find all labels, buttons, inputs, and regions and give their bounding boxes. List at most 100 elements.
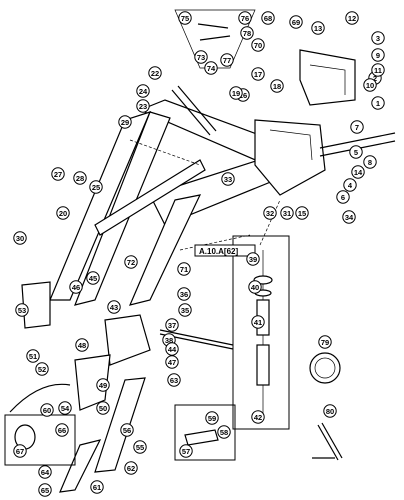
callout-label: 49 bbox=[99, 381, 107, 390]
callout-79: 79 bbox=[318, 335, 332, 349]
callout-31: 31 bbox=[280, 206, 294, 220]
callout-label: 69 bbox=[292, 18, 300, 27]
callout-circle bbox=[251, 410, 265, 424]
callout-label: 24 bbox=[139, 87, 148, 96]
callout-76: 76 bbox=[238, 11, 252, 25]
callout-label: 39 bbox=[249, 255, 257, 264]
callout-circle bbox=[107, 300, 121, 314]
callout-3: 3 bbox=[371, 31, 385, 45]
callout-23: 23 bbox=[136, 99, 150, 113]
callout-8: 8 bbox=[363, 155, 377, 169]
callout-circle bbox=[51, 167, 65, 181]
callout-51: 51 bbox=[26, 349, 40, 363]
callout-28: 28 bbox=[73, 171, 87, 185]
callout-65: 65 bbox=[38, 483, 52, 497]
callout-circle bbox=[280, 206, 294, 220]
callout-48: 48 bbox=[75, 338, 89, 352]
callout-circle bbox=[336, 190, 350, 204]
callout-29: 29 bbox=[118, 115, 132, 129]
callout-circle bbox=[238, 11, 252, 25]
callout-circle bbox=[120, 423, 134, 437]
callout-label: 77 bbox=[223, 56, 231, 65]
callout-circle bbox=[289, 15, 303, 29]
callout-label: 22 bbox=[151, 69, 159, 78]
callout-circle bbox=[229, 86, 243, 100]
callout-group: 1234567891011121314151617181920222324252… bbox=[13, 11, 385, 497]
callout-18: 18 bbox=[270, 79, 284, 93]
callout-label: 63 bbox=[170, 376, 178, 385]
callout-label: 46 bbox=[72, 283, 80, 292]
callout-60: 60 bbox=[40, 403, 54, 417]
callout-label: 67 bbox=[16, 447, 24, 456]
callout-circle bbox=[318, 335, 332, 349]
callout-circle bbox=[165, 342, 179, 356]
callout-label: 50 bbox=[99, 404, 107, 413]
callout-71: 71 bbox=[177, 262, 191, 276]
callout-circle bbox=[371, 96, 385, 110]
callout-circle bbox=[295, 206, 309, 220]
callout-circle bbox=[248, 280, 262, 294]
callout-label: 36 bbox=[180, 290, 188, 299]
callout-label: 12 bbox=[348, 14, 356, 23]
callout-circle bbox=[217, 425, 231, 439]
callout-circle bbox=[133, 440, 147, 454]
callout-label: 66 bbox=[58, 426, 66, 435]
callout-circle bbox=[342, 210, 356, 224]
callout-label: 9 bbox=[376, 51, 380, 60]
callout-label: 48 bbox=[78, 341, 86, 350]
callout-40: 40 bbox=[248, 280, 262, 294]
callout-label: 32 bbox=[266, 209, 274, 218]
callout-15: 15 bbox=[295, 206, 309, 220]
callout-42: 42 bbox=[251, 410, 265, 424]
callout-circle bbox=[246, 252, 260, 266]
callout-46: 46 bbox=[69, 280, 83, 294]
callout-55: 55 bbox=[133, 440, 147, 454]
callout-37: 37 bbox=[165, 318, 179, 332]
callout-34: 34 bbox=[342, 210, 356, 224]
callout-circle bbox=[118, 115, 132, 129]
callout-label: 59 bbox=[208, 414, 216, 423]
reference-label-box: A.10.A[62] bbox=[194, 244, 256, 257]
callout-circle bbox=[251, 38, 265, 52]
callout-label: 25 bbox=[92, 183, 100, 192]
callout-label: 35 bbox=[181, 306, 189, 315]
callout-circle bbox=[165, 318, 179, 332]
callout-61: 61 bbox=[90, 480, 104, 494]
callout-54: 54 bbox=[58, 401, 72, 415]
callout-53: 53 bbox=[15, 303, 29, 317]
callout-label: 3 bbox=[376, 34, 380, 43]
callout-label: 13 bbox=[314, 24, 322, 33]
callout-63: 63 bbox=[167, 373, 181, 387]
callout-label: 37 bbox=[168, 321, 176, 330]
callout-circle bbox=[371, 48, 385, 62]
callout-circle bbox=[86, 271, 100, 285]
callout-label: 41 bbox=[254, 318, 262, 327]
callout-73: 73 bbox=[194, 50, 208, 64]
callout-label: 38 bbox=[165, 336, 173, 345]
callout-circle bbox=[345, 11, 359, 25]
callout-77: 77 bbox=[220, 53, 234, 67]
callout-13: 13 bbox=[311, 21, 325, 35]
callout-33: 33 bbox=[221, 172, 235, 186]
callout-24: 24 bbox=[136, 84, 150, 98]
callout-label: 33 bbox=[224, 175, 232, 184]
callout-label: 8 bbox=[368, 158, 372, 167]
callout-label: 65 bbox=[41, 486, 49, 495]
callout-50: 50 bbox=[96, 401, 110, 415]
callout-circle bbox=[26, 349, 40, 363]
callout-69: 69 bbox=[289, 15, 303, 29]
callout-circle bbox=[136, 99, 150, 113]
callout-58: 58 bbox=[217, 425, 231, 439]
callout-circle bbox=[263, 206, 277, 220]
callout-circle bbox=[136, 84, 150, 98]
callout-circle bbox=[148, 66, 162, 80]
callout-circle bbox=[179, 444, 193, 458]
callout-label: 64 bbox=[41, 468, 50, 477]
callout-75: 75 bbox=[178, 11, 192, 25]
callout-circle bbox=[350, 120, 364, 134]
callout-label: 76 bbox=[241, 14, 249, 23]
callout-circle bbox=[251, 315, 265, 329]
callout-9: 9 bbox=[371, 48, 385, 62]
callout-label: 30 bbox=[16, 234, 24, 243]
